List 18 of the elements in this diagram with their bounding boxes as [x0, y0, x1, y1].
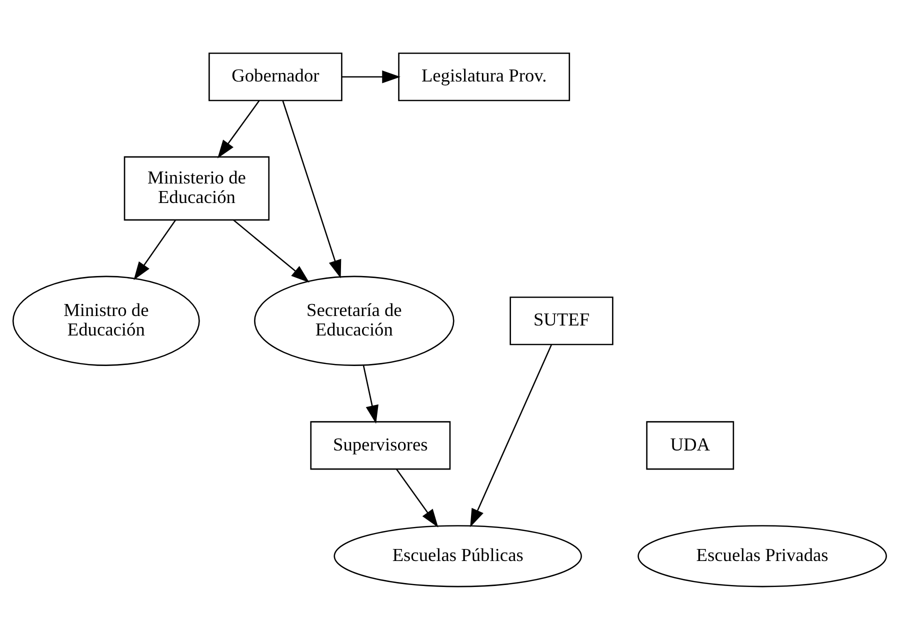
node-box: UDA	[646, 420, 734, 470]
node-box: Legislatura Prov.	[398, 52, 570, 101]
node-ellipse: Secretaría de Educación	[254, 275, 454, 366]
node-box: Supervisores	[310, 420, 451, 470]
node-box: SUTEF	[510, 296, 614, 345]
arrow	[233, 219, 310, 282]
node-ellipse: Escuelas Públicas	[334, 524, 582, 587]
node-box: Gobernador	[208, 52, 342, 101]
arrow	[470, 344, 552, 527]
arrow	[282, 100, 342, 278]
arrow	[362, 364, 378, 424]
arrow	[134, 219, 176, 280]
node-box: Ministerio de Educación	[124, 156, 270, 220]
arrow	[218, 100, 260, 158]
node-ellipse: Escuelas Privadas	[638, 524, 887, 587]
node-ellipse: Ministro de Educación	[12, 275, 200, 366]
arrow	[342, 70, 401, 83]
arrow	[396, 468, 438, 527]
